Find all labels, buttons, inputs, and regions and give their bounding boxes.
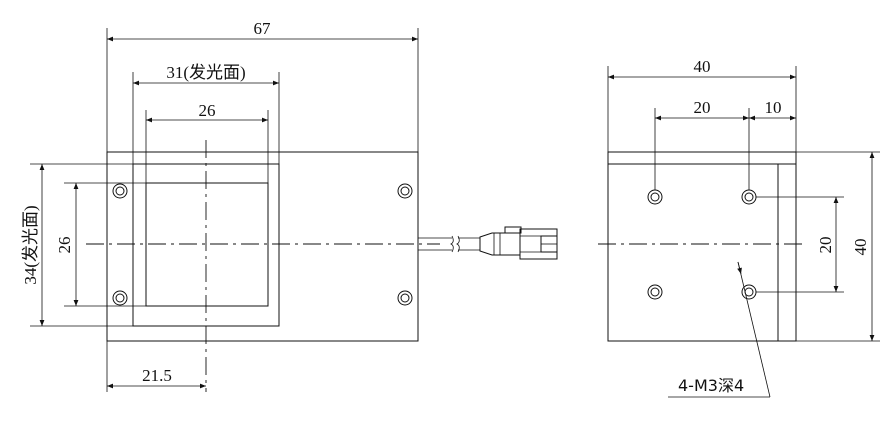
side-view: 40 20 10 20 40 bbox=[598, 57, 880, 398]
mounting-screw-top-right bbox=[397, 183, 413, 199]
label-emitting-width: 31(发光面) bbox=[166, 63, 245, 82]
tapped-hole-top-left bbox=[647, 189, 663, 205]
label-inner-width: 26 bbox=[199, 101, 216, 120]
tapped-hole-top-right bbox=[741, 189, 757, 205]
label-overall-width: 67 bbox=[254, 19, 272, 38]
dimension-hole-spacing-y: 20 bbox=[756, 196, 844, 293]
inner-window-outline bbox=[145, 182, 269, 307]
label-hole-spacing-x: 20 bbox=[694, 98, 711, 117]
label-offset: 21.5 bbox=[142, 366, 172, 385]
dimension-overall-height: 34(发光面) bbox=[21, 163, 133, 327]
cable bbox=[418, 235, 480, 253]
label-hole-spacing-y: 20 bbox=[816, 237, 835, 254]
connector bbox=[479, 226, 558, 260]
label-side-width: 40 bbox=[694, 57, 711, 76]
label-side-height: 40 bbox=[851, 239, 870, 256]
dimension-side-width: 40 bbox=[607, 57, 797, 152]
tapped-hole-bottom-left bbox=[647, 284, 663, 300]
dimension-offset: 21.5 bbox=[106, 341, 206, 392]
hole-callout-leader: 4-M3深4 bbox=[668, 261, 771, 398]
label-overall-height: 34(发光面) bbox=[21, 205, 40, 284]
mounting-screw-bottom-left bbox=[112, 290, 128, 306]
label-hole-offset-x: 10 bbox=[765, 98, 782, 117]
dimension-emitting-width: 31(发光面) bbox=[132, 63, 280, 164]
dimension-inner-height: 26 bbox=[55, 182, 146, 307]
dimension-overall-width: 67 bbox=[106, 19, 419, 152]
mounting-screw-bottom-right bbox=[397, 290, 413, 306]
label-inner-height: 26 bbox=[55, 237, 74, 254]
front-body-outline bbox=[106, 151, 419, 342]
side-body-outline bbox=[607, 151, 797, 342]
mounting-screw-top-left bbox=[112, 183, 128, 199]
label-hole-callout: 4-M3深4 bbox=[678, 376, 744, 395]
front-view: 67 31(发光面) 26 34(发光面) 26 bbox=[21, 19, 558, 392]
dimension-side-height: 40 bbox=[796, 151, 880, 342]
dimension-hole-offset-x: 10 bbox=[749, 98, 796, 121]
dimension-inner-width: 26 bbox=[145, 101, 269, 183]
dimension-hole-spacing-x: 20 bbox=[654, 98, 750, 190]
